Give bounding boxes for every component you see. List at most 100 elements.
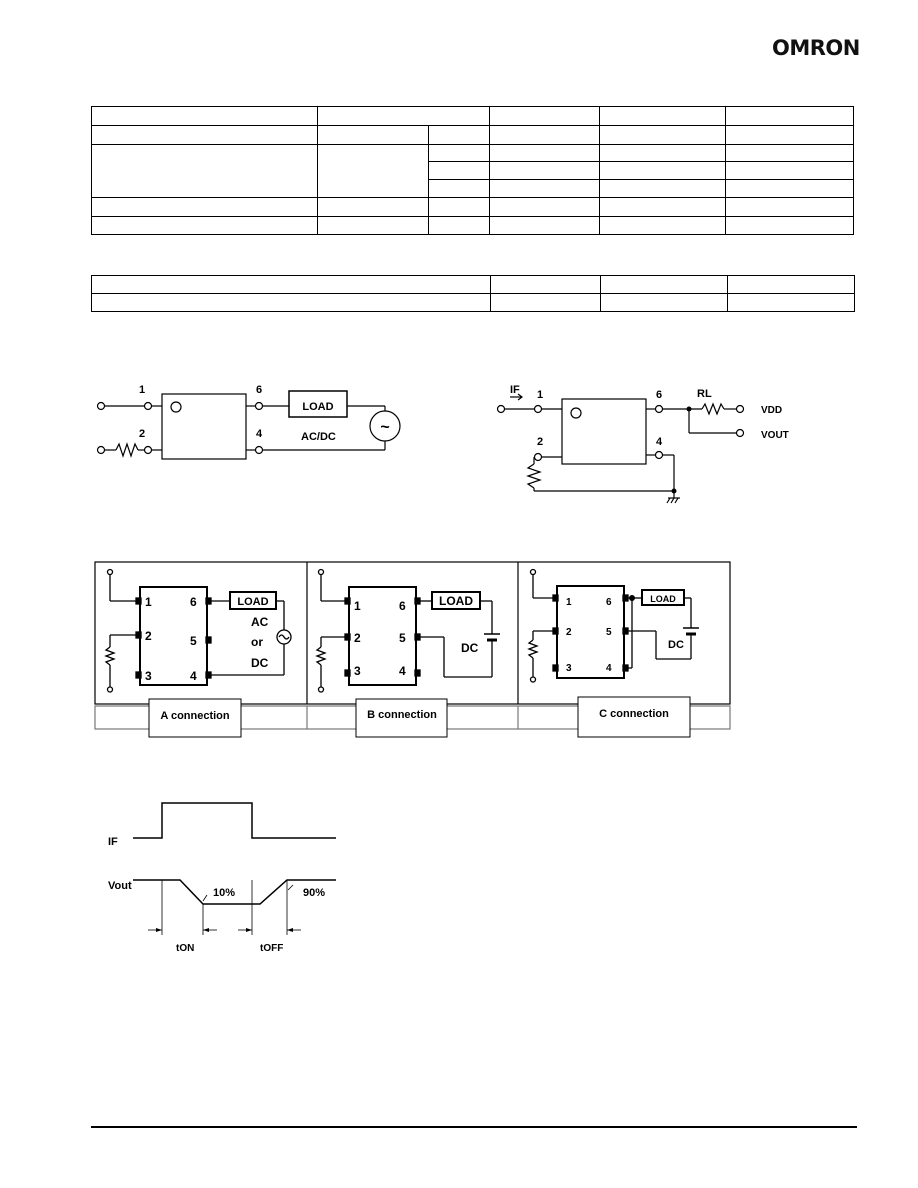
terminal: [496, 404, 506, 414]
caption-b: B connection: [367, 709, 437, 721]
pin-4-terminal: [254, 445, 264, 455]
pin-label: 4: [190, 669, 197, 683]
table-row: [91, 197, 854, 217]
table-cell: [599, 216, 727, 235]
caption-box-a: [148, 698, 242, 738]
pin-6-terminal: [254, 401, 264, 411]
table-cell: [427, 216, 491, 235]
table-cell: [725, 144, 854, 162]
load-label: LOAD: [302, 401, 333, 413]
table-cell: [489, 144, 601, 162]
vout-label: Vout: [108, 880, 132, 892]
ac-symbol: ~: [380, 419, 389, 436]
table-cell: [489, 216, 601, 235]
load-label: LOAD: [237, 596, 268, 608]
table-cell: [91, 125, 318, 145]
pin-label: 3: [354, 664, 361, 678]
pin-label: 6: [656, 389, 662, 401]
relay-body: [561, 398, 647, 465]
pin-label: 5: [190, 634, 197, 648]
pin-label: 6: [399, 599, 406, 613]
table-cell: [600, 293, 729, 312]
table-cell: [725, 161, 854, 180]
pin-label: 5: [606, 627, 612, 638]
pct-leader: [287, 884, 294, 891]
pin-label: 2: [139, 428, 145, 440]
source-label: DC: [461, 641, 479, 655]
junction-dot: [629, 595, 635, 601]
pct-low: 10%: [213, 887, 235, 899]
ratings-table: [91, 106, 854, 235]
table-row: [91, 125, 854, 145]
table-cell: [599, 197, 727, 217]
vdd-terminal: [735, 404, 745, 414]
pin-label: 2: [537, 436, 543, 448]
table-cell: [316, 106, 491, 126]
terminal: [96, 445, 106, 455]
table-cell: [725, 216, 854, 235]
caption-c: C connection: [599, 708, 669, 720]
vdd-label: VDD: [761, 405, 782, 416]
caption-box-b: [355, 698, 448, 738]
connection-diagram: 1 2 3 6 5 4 LOAD AC or DC 1 2 3 6 5: [94, 561, 731, 738]
table-cell: [91, 106, 318, 126]
table-cell: [91, 144, 318, 198]
omron-logo: OMRON: [772, 36, 860, 60]
pin-label: 2: [566, 627, 572, 638]
panel-a: [104, 568, 292, 693]
source-label: AC/DC: [301, 431, 336, 443]
table-cell: [489, 125, 601, 145]
table-cell: [599, 106, 727, 126]
caption-box-c: [577, 696, 691, 738]
table-cell: [427, 125, 491, 145]
pin-label: 4: [656, 436, 663, 448]
source-label: or: [251, 635, 263, 649]
table-cell: [489, 179, 601, 198]
table-cell: [725, 179, 854, 198]
table-row: [90, 293, 855, 312]
resistor-symbol: [315, 646, 327, 666]
table-cell: [489, 197, 601, 217]
characteristics-table: [90, 275, 855, 312]
relay-body: [161, 393, 247, 460]
toff-label: tOFF: [260, 943, 283, 954]
pin-label: 6: [606, 597, 612, 608]
pin-6-terminal: [654, 404, 664, 414]
resistor-symbol: [104, 646, 116, 666]
junction-dot: [671, 488, 677, 494]
pin-1-terminal: [533, 404, 543, 414]
table-cell: [427, 161, 491, 180]
caption-a: A connection: [160, 710, 230, 722]
table-cell: [90, 293, 492, 312]
pin-label: 1: [354, 599, 361, 613]
table-row: [92, 161, 854, 180]
pin-label: 1: [139, 384, 145, 396]
table-cell: [490, 275, 602, 294]
load-test-circuit: 1 2 6 4 LOAD AC/DC ~: [96, 384, 401, 460]
pin-label: 4: [399, 664, 406, 678]
if-label: IF: [510, 384, 520, 396]
pin-label: 1: [537, 389, 543, 401]
pin-label: 3: [145, 669, 152, 683]
load-label: LOAD: [650, 594, 676, 604]
pin-label: 6: [190, 595, 197, 609]
table-cell: [427, 179, 491, 198]
table-cell: [725, 106, 854, 126]
pin1-marker: [170, 401, 182, 413]
table-row: [90, 275, 855, 294]
pin-2-terminal: [143, 445, 153, 455]
table-cell: [90, 275, 492, 294]
table-cell: [316, 216, 429, 235]
table-row: [91, 144, 854, 198]
table-cell: [489, 106, 601, 126]
pct-high: 90%: [303, 887, 325, 899]
table-cell: [316, 125, 429, 145]
load-box: [288, 390, 348, 418]
table-cell: [599, 125, 727, 145]
resistor-symbol: [527, 639, 539, 659]
table-cell: [599, 144, 727, 162]
source-label: AC: [251, 615, 269, 629]
table-cell: [91, 197, 318, 217]
table-cell: [489, 161, 601, 180]
table-cell: [91, 216, 318, 235]
